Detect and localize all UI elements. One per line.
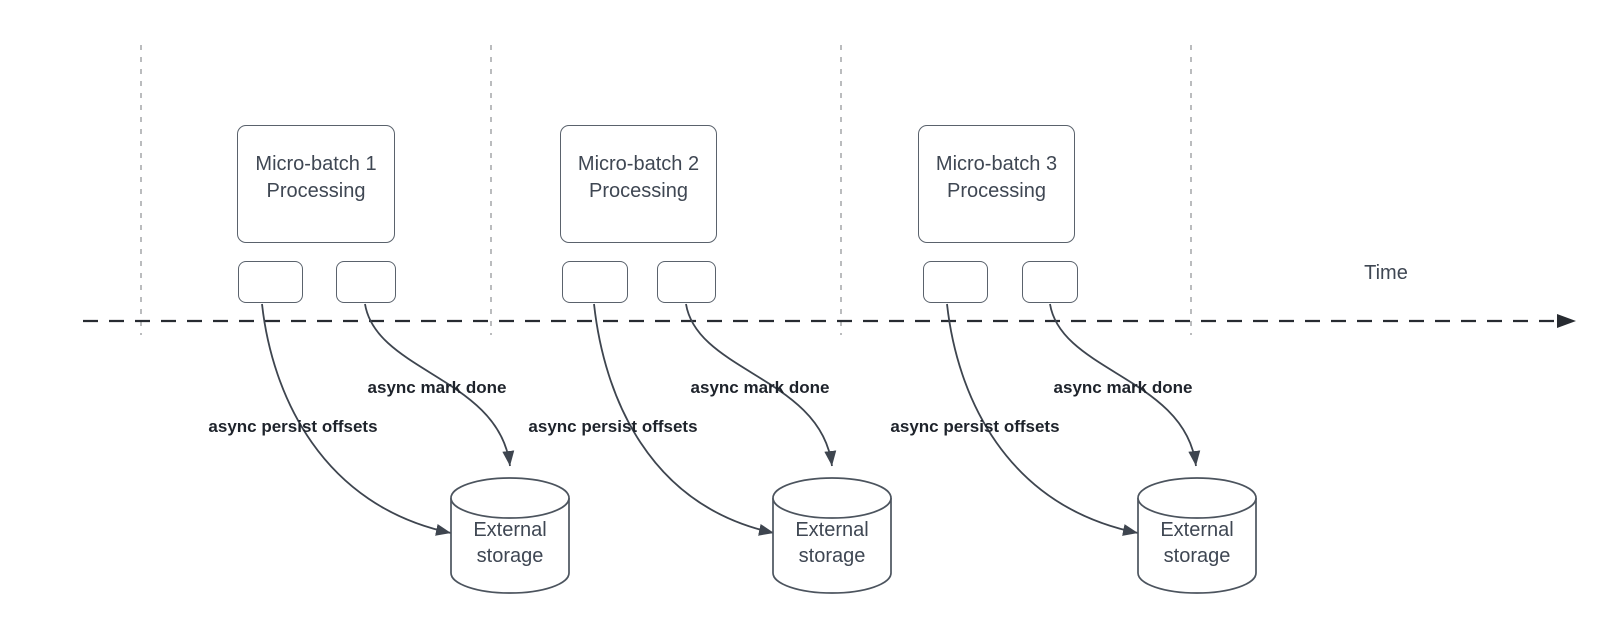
persist-task-box-3: [923, 261, 988, 303]
mark-done-arrow-3: [1049, 303, 1201, 467]
storage-cylinder-1: [450, 477, 570, 594]
mark-done-arrow-2: [685, 303, 837, 467]
mark-task-box-2: [657, 261, 716, 303]
storage-cylinder-2: [772, 477, 892, 594]
storage-cylinder-3: [1137, 477, 1257, 594]
persist-offsets-arrow-2: [593, 303, 775, 536]
persist-offsets-arrow-1: [261, 303, 452, 536]
persist-task-box-1: [238, 261, 303, 303]
micro-batch-1-box: Micro-batch 1 Processing: [237, 125, 395, 243]
time-axis-label: Time: [1364, 262, 1408, 284]
mark-task-box-1: [336, 261, 396, 303]
persist-task-box-2: [562, 261, 628, 303]
micro-batch-3-box: Micro-batch 3 Processing: [918, 125, 1075, 243]
micro-batch-2-box: Micro-batch 2 Processing: [560, 125, 717, 243]
mark-task-box-3: [1022, 261, 1078, 303]
mark-done-arrow-1: [364, 303, 515, 467]
persist-offsets-arrow-3: [946, 303, 1139, 536]
